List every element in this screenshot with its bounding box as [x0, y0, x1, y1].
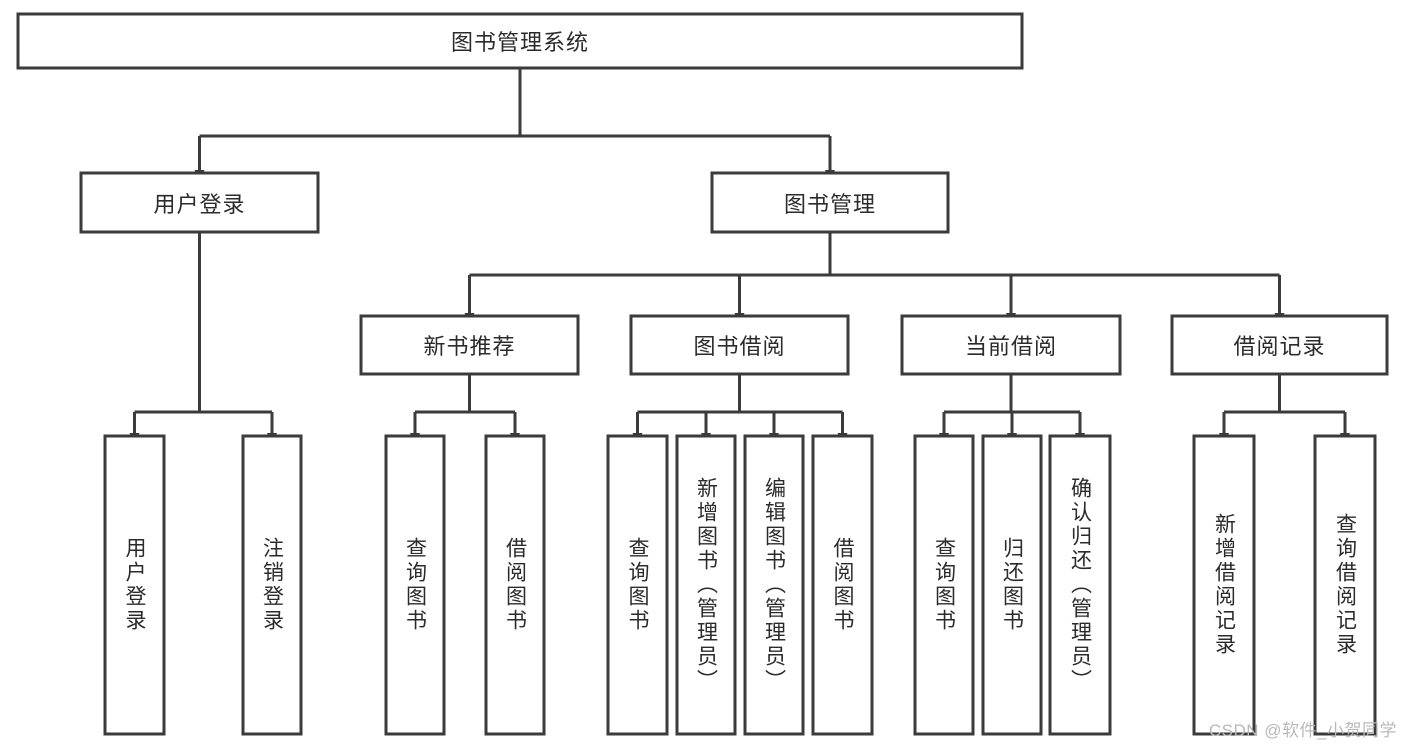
level3-node-1[interactable] [361, 316, 578, 374]
level2-node-2[interactable] [712, 173, 948, 232]
root-node-box[interactable] [16, 12, 1024, 70]
level3-node-box[interactable] [1170, 314, 1389, 376]
leaf-node-4[interactable] [486, 436, 544, 734]
leaf-node-1[interactable] [105, 436, 164, 734]
leaf-node-box[interactable] [103, 434, 166, 736]
leaf-node-9[interactable] [915, 436, 973, 734]
leaf-node-box[interactable] [241, 434, 303, 736]
leaf-node-8[interactable] [813, 436, 872, 734]
level3-node-2[interactable] [631, 316, 848, 374]
leaf-node-box[interactable] [811, 434, 874, 736]
root-node-1[interactable] [18, 14, 1022, 68]
box-layer [16, 12, 1389, 736]
level3-node-box[interactable] [629, 314, 850, 376]
leaf-node-box[interactable] [1192, 434, 1256, 736]
leaf-node-13[interactable] [1315, 436, 1375, 734]
leaf-node-12[interactable] [1194, 436, 1254, 734]
edge-layer [129, 68, 1350, 445]
leaf-node-box[interactable] [913, 434, 975, 736]
leaf-node-box[interactable] [606, 434, 669, 736]
leaf-node-box[interactable] [1048, 434, 1112, 736]
level3-node-3[interactable] [902, 316, 1120, 374]
leaf-node-box[interactable] [1313, 434, 1377, 736]
leaf-node-10[interactable] [983, 436, 1041, 734]
leaf-node-7[interactable] [745, 436, 803, 734]
level3-node-box[interactable] [900, 314, 1122, 376]
leaf-node-6[interactable] [677, 436, 735, 734]
leaf-node-2[interactable] [243, 436, 301, 734]
leaf-node-5[interactable] [608, 436, 667, 734]
level2-node-box[interactable] [710, 171, 950, 234]
level3-node-4[interactable] [1172, 316, 1387, 374]
level3-node-box[interactable] [359, 314, 580, 376]
leaf-node-box[interactable] [743, 434, 805, 736]
leaf-node-3[interactable] [386, 436, 444, 734]
leaf-node-box[interactable] [384, 434, 446, 736]
leaf-node-box[interactable] [675, 434, 737, 736]
leaf-node-box[interactable] [981, 434, 1043, 736]
level2-node-box[interactable] [79, 171, 320, 234]
leaf-node-box[interactable] [484, 434, 546, 736]
level2-node-1[interactable] [81, 173, 318, 232]
csdn-watermark: CSDN @软件_小贺同学 [1208, 721, 1397, 740]
leaf-node-11[interactable] [1050, 436, 1110, 734]
